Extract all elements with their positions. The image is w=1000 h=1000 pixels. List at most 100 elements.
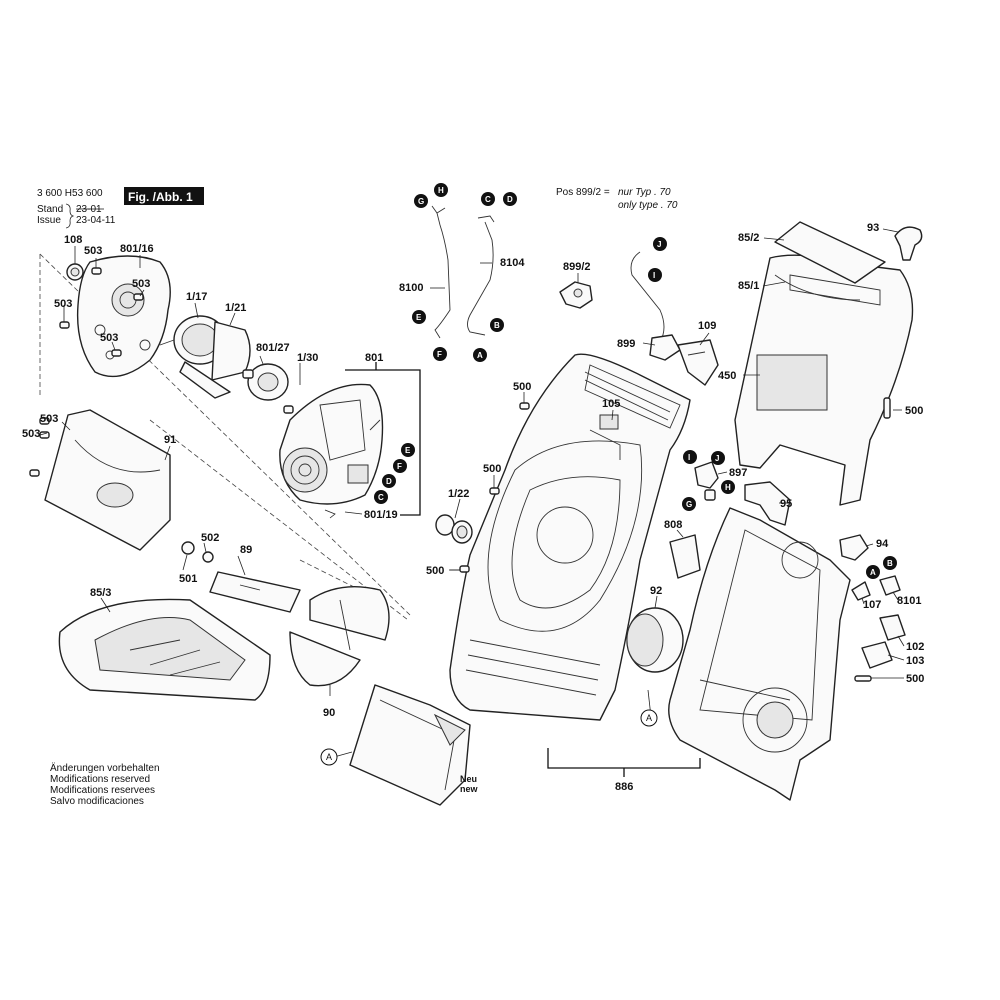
disc-92 — [626, 607, 684, 673]
plate-85-2 — [774, 221, 886, 284]
label-93: 93 — [867, 222, 879, 234]
rotor-part — [159, 315, 251, 399]
part-107 — [851, 581, 871, 601]
label-502: 502 — [201, 532, 219, 544]
screw-500-right-bottom — [854, 675, 872, 682]
connector-D: D — [507, 195, 513, 204]
connector-B-2: B — [887, 559, 893, 568]
label-91: 91 — [164, 434, 176, 446]
label-503-a: 503 — [84, 245, 102, 257]
label-1-17: 1/17 — [186, 291, 207, 303]
rod-8104 — [467, 215, 495, 336]
label-503-f: 503 — [22, 428, 40, 440]
label-801-16: 801/16 — [120, 243, 154, 255]
connector-G-2: G — [686, 500, 692, 509]
leader-lines — [39, 228, 905, 758]
connector-A: A — [477, 351, 483, 360]
motor-flange-part — [76, 255, 171, 378]
label-8101: 8101 — [897, 595, 921, 607]
blade-89 — [209, 571, 301, 613]
part-899-2 — [559, 281, 593, 309]
label-897: 897 — [729, 467, 747, 479]
footer-note-es: Salvo modificaciones — [50, 796, 144, 807]
connector-D-2: D — [386, 477, 392, 486]
label-95: 95 — [780, 498, 792, 510]
pos-note-de: nur Typ . 70 — [618, 187, 671, 198]
label-808: 808 — [664, 519, 682, 531]
connector-F-2: F — [397, 462, 402, 471]
stand-value: 23-01 — [76, 204, 102, 215]
label-503-c: 503 — [54, 298, 72, 310]
pos-note-ref: Pos 899/2 = — [556, 187, 610, 198]
figure-label-box — [124, 187, 204, 205]
label-103: 103 — [906, 655, 924, 667]
washer-108 — [66, 263, 84, 281]
label-899-2: 899/2 — [563, 261, 591, 273]
label-8104: 8104 — [500, 257, 525, 269]
connector-G: G — [418, 197, 424, 206]
label-503-d: 503 — [100, 332, 118, 344]
label-500-b: 500 — [513, 381, 531, 393]
label-500-d: 500 — [426, 565, 444, 577]
label-503-b: 503 — [132, 278, 150, 290]
main-housing-rear — [668, 507, 851, 801]
connector-I-2: I — [688, 453, 690, 462]
label-109: 109 — [698, 320, 716, 332]
connector-A-2: A — [870, 568, 876, 577]
issue-value: 23-04-11 — [76, 215, 116, 226]
connector-H: H — [438, 186, 444, 195]
label-105: 105 — [602, 398, 620, 410]
bearing-801-27 — [242, 363, 294, 414]
label-801-27: 801/27 — [256, 342, 290, 354]
label-102: 102 — [906, 641, 924, 653]
connector-E-2: E — [405, 446, 411, 455]
label-85-2: 85/2 — [738, 232, 759, 244]
doc-number: 3 600 H53 600 — [37, 188, 103, 199]
part-8101 — [879, 575, 901, 596]
part-897 — [694, 461, 719, 501]
label-801-19: 801/19 — [364, 509, 398, 521]
label-90: 90 — [323, 707, 335, 719]
label-89: 89 — [240, 544, 252, 556]
label-94: 94 — [876, 538, 889, 550]
connector-C-2: C — [378, 493, 384, 502]
connector-J: J — [657, 240, 661, 249]
connector-markers: G H C D E F B A J I E F D C I J H G B A … — [320, 183, 897, 766]
footer-note-fr: Modifications reservees — [50, 785, 155, 796]
label-85-1: 85/1 — [738, 280, 759, 292]
cable-899 — [630, 251, 681, 361]
label-8100: 8100 — [399, 282, 423, 294]
label-1-22: 1/22 — [448, 488, 469, 500]
hopper-85-1 — [734, 254, 914, 506]
label-1-30: 1/30 — [297, 352, 318, 364]
screws-503-left — [59, 267, 144, 357]
part-103 — [861, 641, 893, 669]
switch-109 — [677, 339, 719, 386]
label-108: 108 — [64, 234, 82, 246]
connector-J-2: J — [715, 454, 719, 463]
figure-label: Fig. /Abb. 1 — [128, 190, 193, 204]
label-501: 501 — [179, 573, 197, 585]
bottom-plate-91 — [29, 409, 171, 551]
connector-E: E — [416, 313, 422, 322]
connector-B: B — [494, 321, 500, 330]
connector-I: I — [653, 271, 655, 280]
label-500-e: 500 — [906, 673, 924, 685]
footer-note-en: Modifications reserved — [50, 774, 150, 785]
bushing-1-22 — [435, 514, 473, 544]
label-107: 107 — [863, 599, 881, 611]
part-94 — [839, 534, 869, 561]
label-503-e: 503 — [40, 413, 58, 425]
connector-A-outline-1: A — [646, 713, 652, 723]
footer-note-de: Änderungen vorbehalten — [50, 762, 160, 774]
screws-500-center — [459, 402, 530, 573]
part-95 — [744, 481, 791, 526]
label-92: 92 — [650, 585, 662, 597]
connector-A-outline-2: A — [326, 752, 332, 762]
screw-501-502 — [181, 541, 214, 563]
label-85-3: 85/3 — [90, 587, 111, 599]
pos-note-en: only type . 70 — [618, 200, 678, 211]
new-label-de: Neu — [460, 774, 477, 784]
motor-housing-part — [279, 383, 384, 505]
